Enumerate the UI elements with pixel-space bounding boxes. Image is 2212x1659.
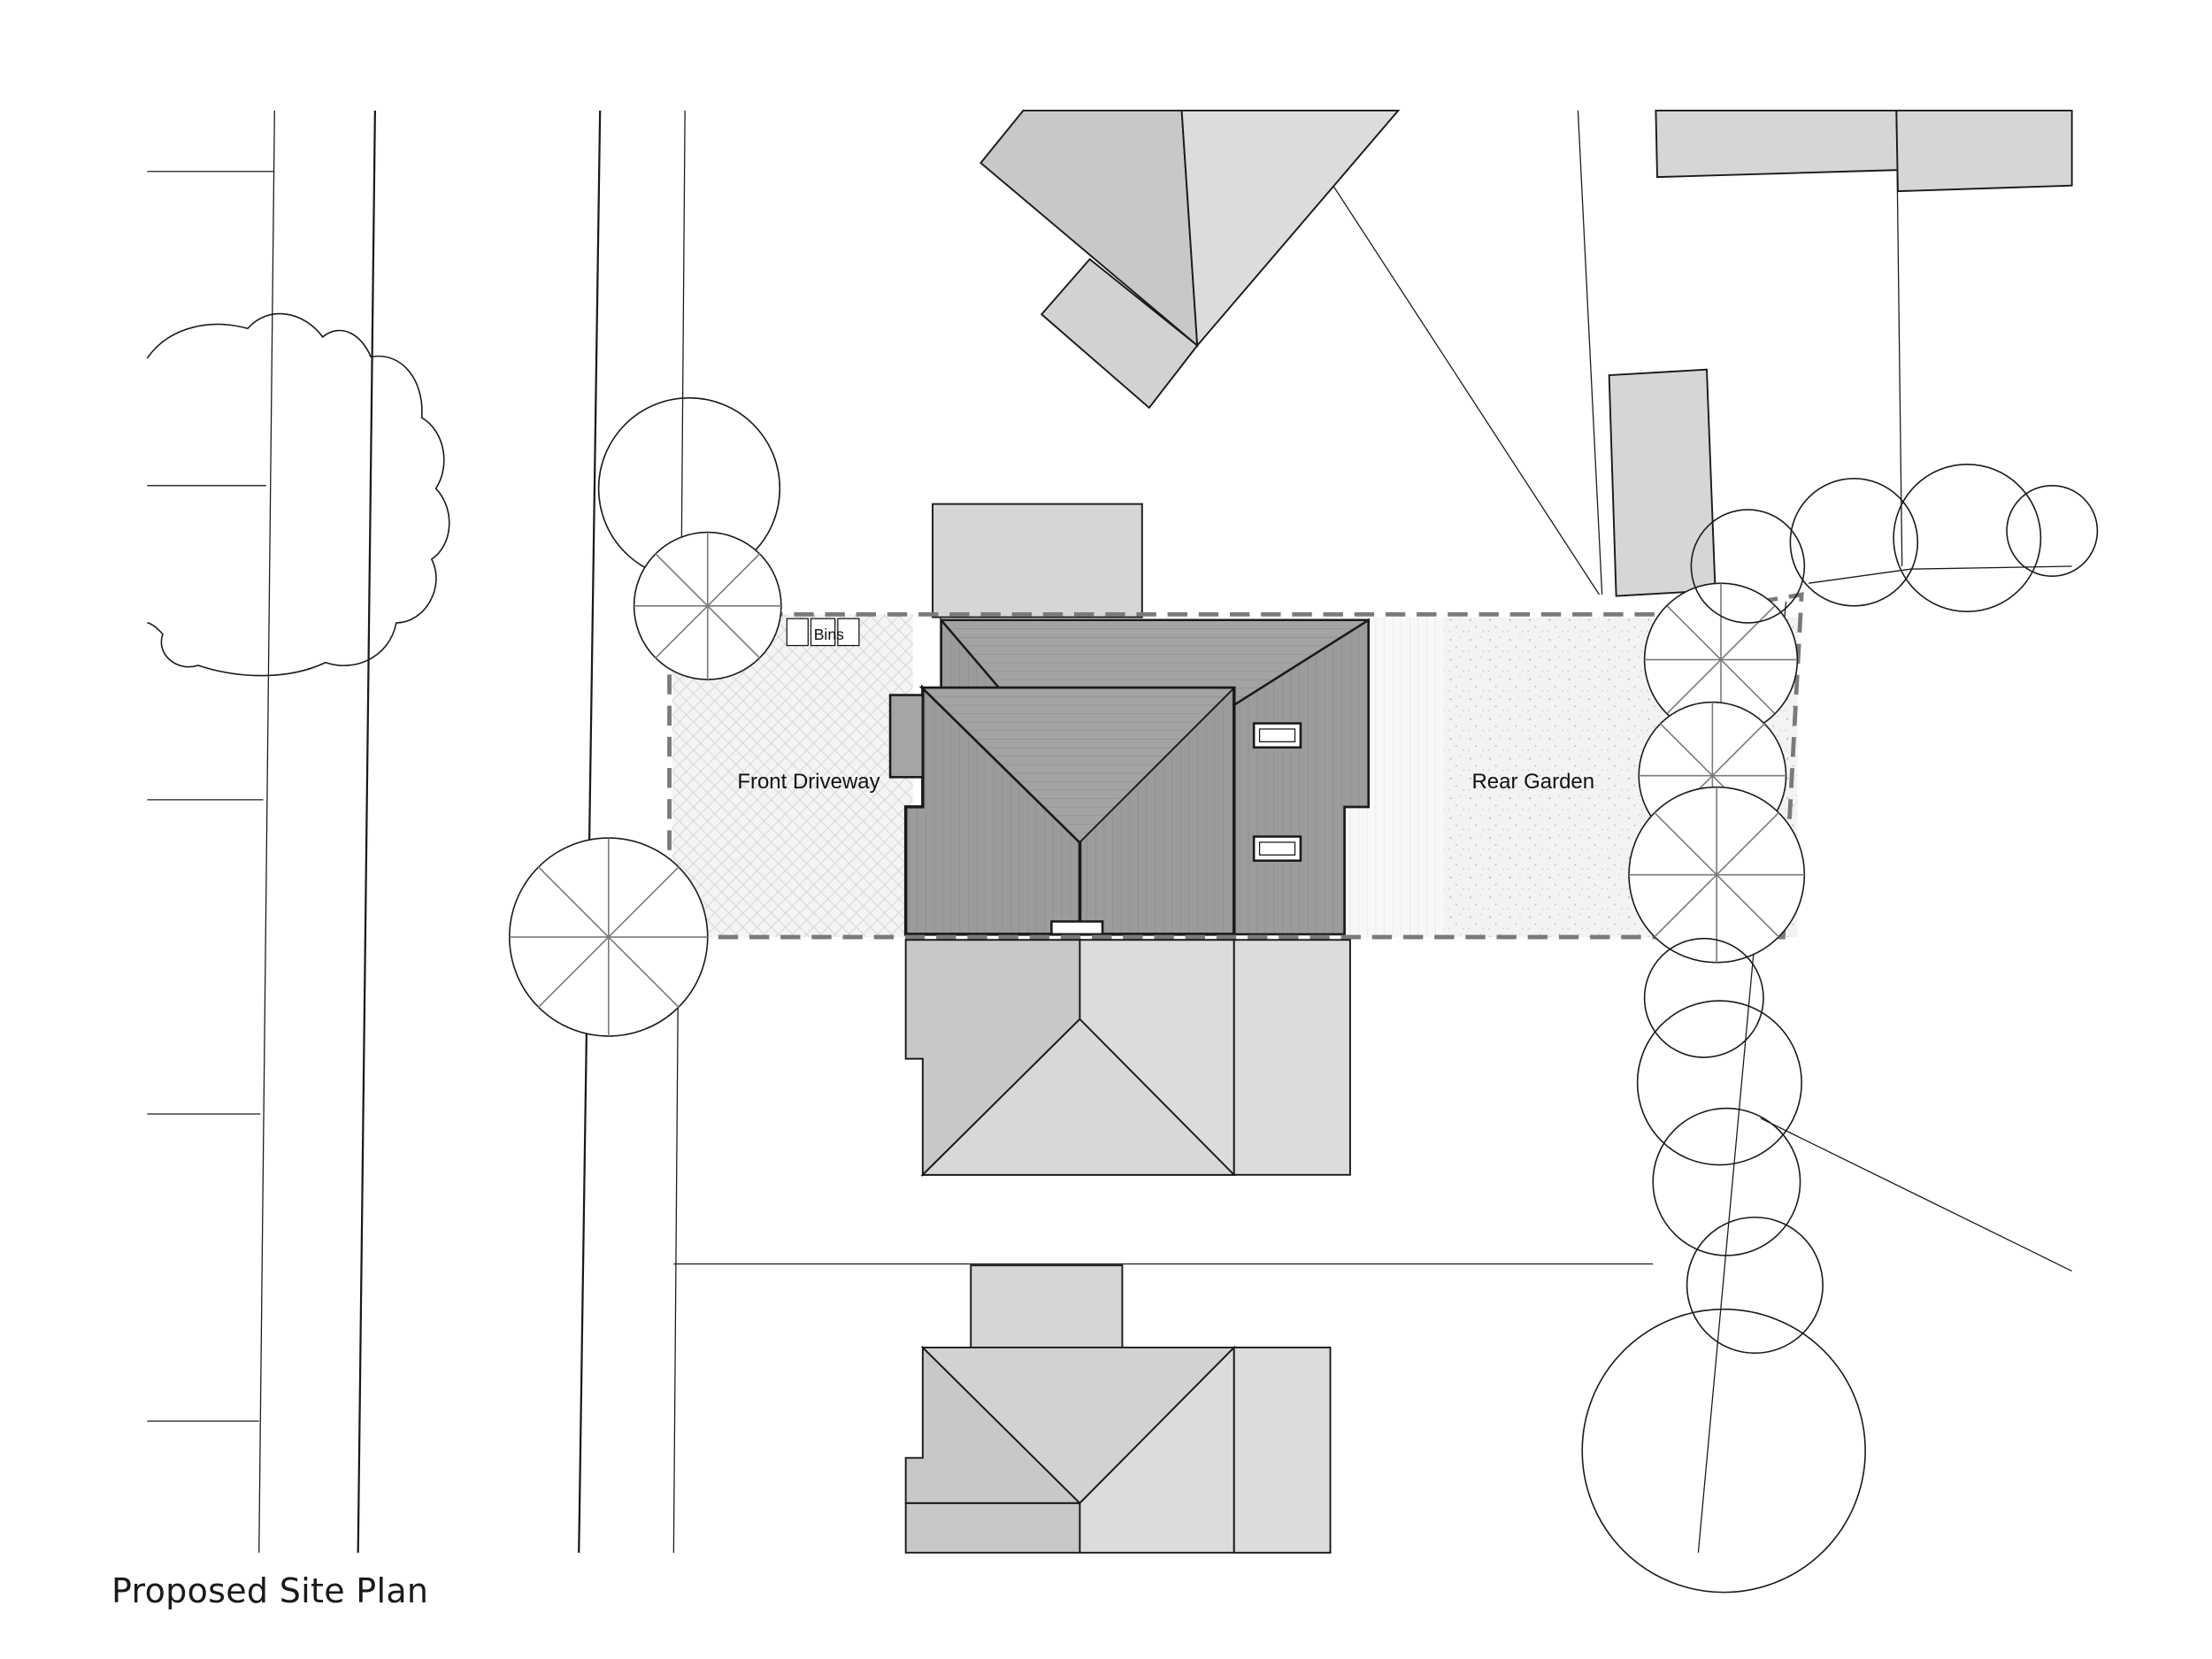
neighbour-house-north [979, 110, 1401, 410]
tree-rear-3 [1628, 786, 1806, 964]
tree-canopy-outline [146, 312, 450, 677]
bins-label: Bins [814, 626, 844, 643]
bins-store [786, 618, 860, 647]
rear-garden-label: Rear Garden [1471, 770, 1594, 794]
neighbour-house-south-1 [904, 939, 1351, 1178]
road-lines [357, 110, 602, 1553]
drawing-title: Proposed Site Plan [111, 1571, 429, 1610]
neighbour-house-south-2 [904, 1264, 1332, 1554]
tree-front-2 [633, 531, 782, 680]
site-boundary [667, 592, 1804, 940]
front-driveway-label: Front Driveway [737, 770, 879, 794]
neighbour-extension-north [932, 503, 1143, 618]
neighbour-garage-ne [1608, 110, 2073, 597]
tree-front-3 [509, 837, 709, 1037]
tree-outlines-east [1581, 464, 2099, 1594]
proposed-house-roof [888, 617, 1370, 936]
trees [509, 396, 2099, 1594]
